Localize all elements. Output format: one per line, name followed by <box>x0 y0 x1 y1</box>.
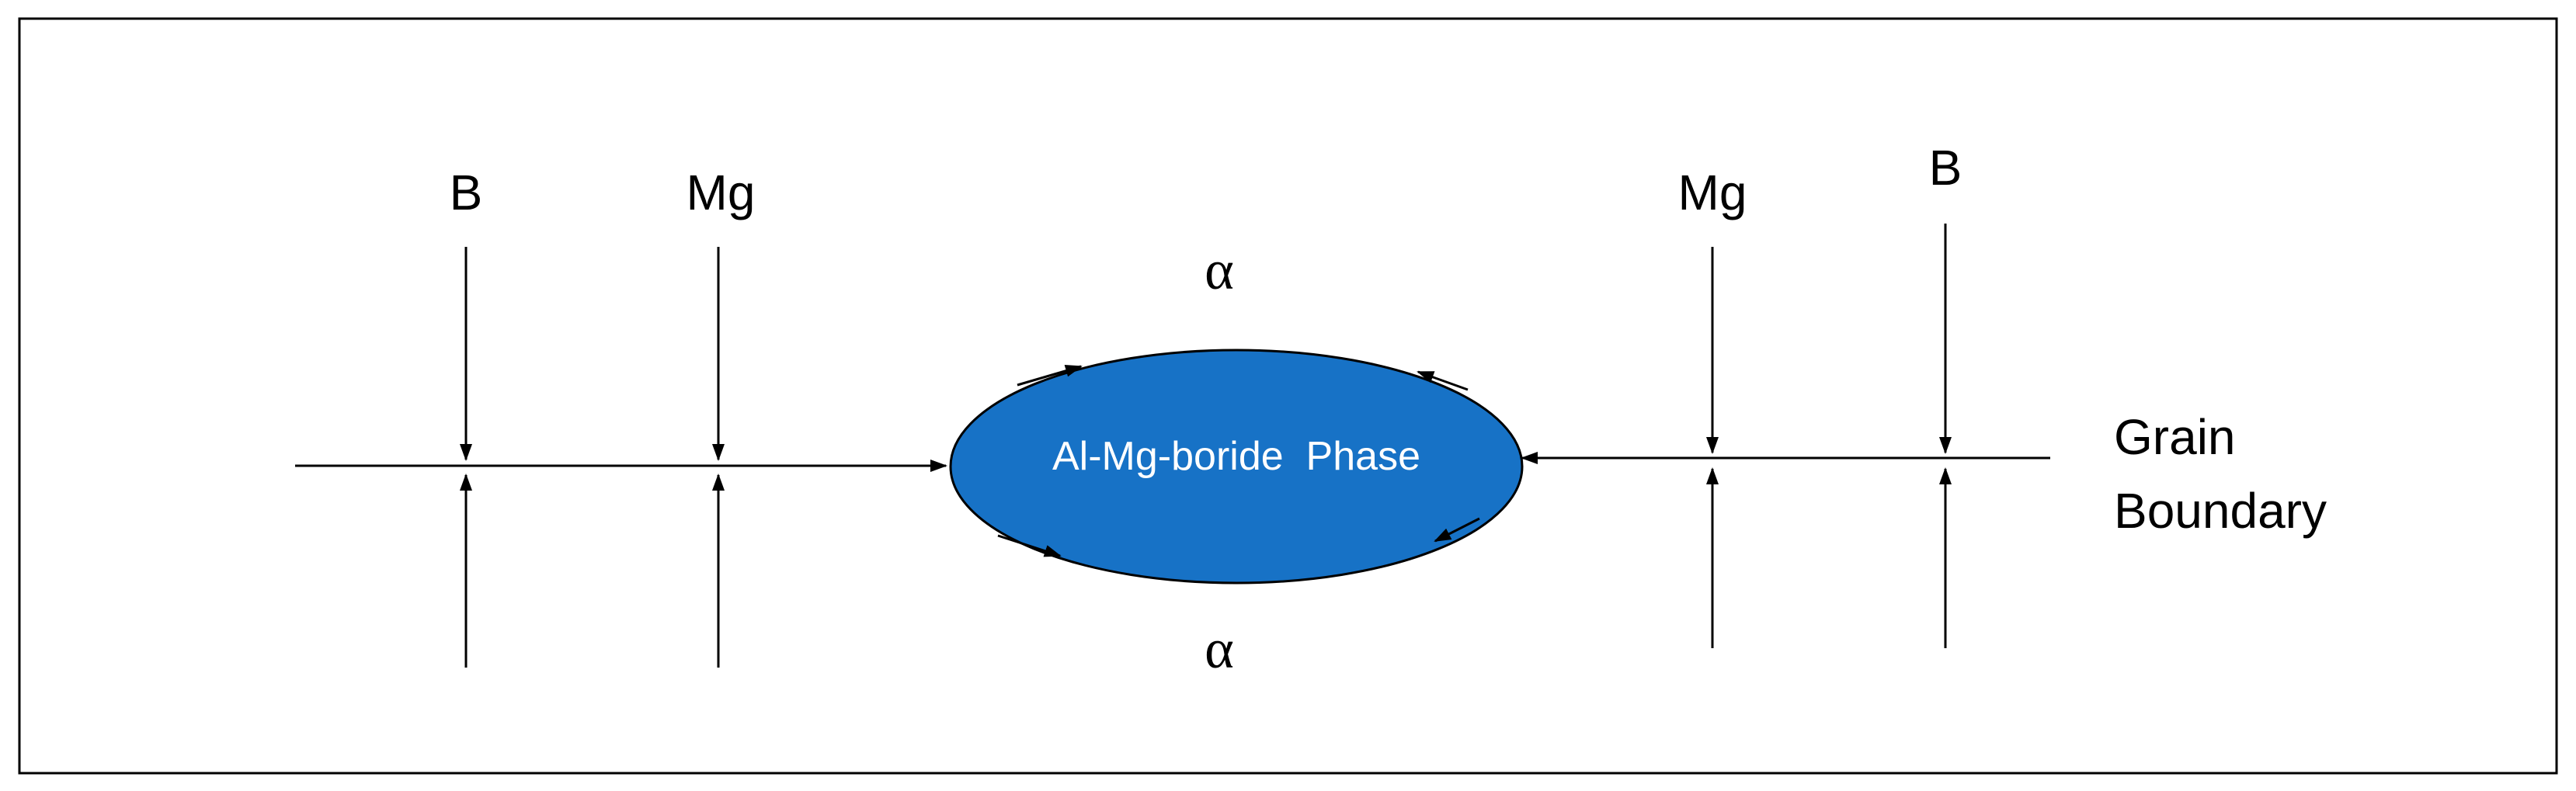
alpha-bottom-label: α <box>1205 618 1234 680</box>
phase-arrow-top-right <box>1417 370 1469 391</box>
phase-arrow-bottom-right <box>1434 517 1480 543</box>
phase-label: Al-Mg-boride Phase <box>1052 434 1420 479</box>
grain-boundary-label-line1: Grain <box>2114 409 2236 465</box>
phase-arrow-bottom-left <box>997 534 1062 557</box>
phase-arrow-top-left <box>1017 364 1083 387</box>
right-mg-label: Mg <box>1678 165 1747 220</box>
left-mg-label: Mg <box>687 165 756 220</box>
al-mg-boride-phase <box>949 349 1524 585</box>
right-b-label: B <box>1929 140 1962 196</box>
left-b-label: B <box>450 165 483 220</box>
alpha-top-label: α <box>1205 239 1234 301</box>
grain-boundary-label-line2: Boundary <box>2114 483 2327 539</box>
